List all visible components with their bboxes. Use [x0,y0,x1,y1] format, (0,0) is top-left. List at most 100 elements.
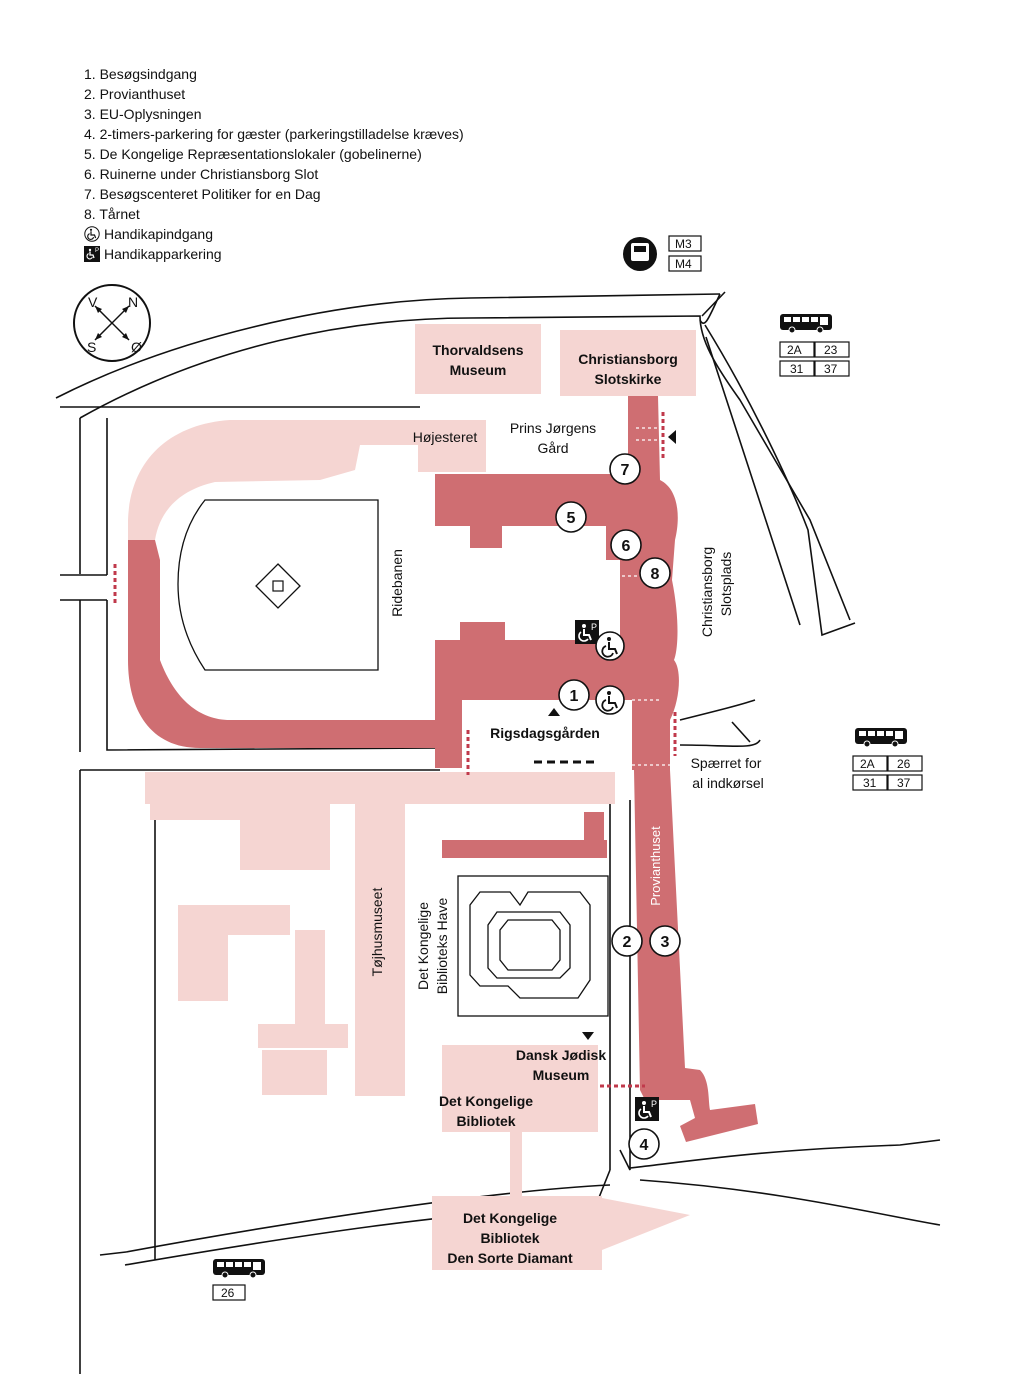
legend-item-6: 6. Ruinerne under Christiansborg Slot [84,166,319,182]
marker-8[interactable]: 8 [639,557,671,589]
label-bibliotekshave-2: Biblioteks Have [434,898,450,995]
metro-line-m4: M4 [675,257,692,271]
building-kongelige-bibliotek [442,1045,598,1132]
marker-1[interactable]: 1 [558,679,590,711]
marker-2[interactable]: 2 [611,925,643,957]
bus-icon [779,313,833,334]
wheelchair-icon [595,631,625,661]
library-garden [457,875,609,1017]
label-rigsdagsgarden: Rigsdagsgården [490,725,600,741]
label-slotsplads-1: Christiansborg [699,547,715,637]
svg-text:6: 6 [622,538,631,555]
svg-text:5: 5 [567,510,576,527]
legend-handicap-parking: P Handikapparkering [84,244,464,264]
label-kongelige-bibliotek-2: Bibliotek [456,1113,515,1129]
legend-handicap-entrance-label: Handikapindgang [104,226,213,242]
label-kongelige-bibliotek-1: Det Kongelige [439,1093,533,1109]
legend-handicap-parking-label: Handikapparkering [104,246,222,262]
label-bibliotekshave-1: Det Kongelige [415,902,431,990]
svg-text:P: P [95,248,99,254]
label-slotsplads-2: Slotsplads [718,552,734,617]
label-thorvaldsens-1: Thorvaldsens [432,342,523,358]
label-hojesteret: Højesteret [413,429,478,445]
handicap-parking-icon [574,619,600,645]
label-sorte-diamant-2: Bibliotek [480,1230,539,1246]
compass: V N S Ø [73,284,151,362]
wheelchair-icon [595,685,625,715]
building-sorte-diamant [432,1196,602,1270]
svg-text:2: 2 [623,934,632,951]
building-hojesteret [418,420,486,472]
legend-item-2: 2. Provianthuset [84,86,186,102]
svg-text:23: 23 [824,343,838,357]
svg-text:31: 31 [790,362,804,376]
svg-text:2A: 2A [860,757,875,771]
svg-text:37: 37 [824,362,838,376]
label-thorvaldsens-2: Museum [450,362,507,378]
compass-v: V [88,294,98,310]
label-ridebanen: Ridebanen [389,549,405,617]
label-prins-jorgens-2: Gård [537,440,568,456]
museum-arrow [582,1032,594,1040]
wheelchair-icon [84,226,100,242]
legend-item-4: 4. 2-timers-parkering for gæster (parker… [84,126,464,142]
entrance-arrow [548,708,560,716]
bus-icon [212,1258,266,1279]
marker-7[interactable]: 7 [609,453,641,485]
compass-n: N [128,294,138,310]
place-labels: Thorvaldsens Museum Christiansborg Slots… [369,342,764,1266]
compass-s: S [87,339,96,355]
svg-text:8: 8 [651,566,660,583]
legend-handicap-entrance: Handikapindgang [84,224,464,244]
label-tojhusmuseet: Tøjhusmuseet [369,888,385,977]
compass-o: Ø [131,339,142,355]
legend-item-8: 8. Tårnet [84,206,140,222]
label-sperret-2: al indkørsel [692,775,764,791]
label-jodisk-1: Dansk Jødisk [516,1047,606,1063]
roads [55,291,941,1374]
label-sorte-diamant-3: Den Sorte Diamant [447,1250,573,1266]
light-buildings [128,324,696,1270]
riding-ground [177,499,379,671]
svg-text:1: 1 [570,688,579,705]
bus-icon [854,727,908,748]
building-provianthuset [634,770,758,1142]
legend-item-5: 5. De Kongelige Repræsentationslokaler (… [84,146,422,162]
label-sperret-1: Spærret for [691,755,762,771]
handicap-parking-icon [634,1096,660,1122]
gate-arrow [668,430,676,444]
svg-text:31: 31 [863,776,877,790]
access-dashes [113,412,677,1088]
building-riding-wing-north [128,420,418,540]
metro-stop: M3 M4 [623,235,702,272]
building-riding-wing-south [128,540,440,748]
svg-text:3: 3 [661,934,670,951]
metro-line-m3: M3 [675,237,692,251]
label-provianthuset: Provianthuset [648,826,663,906]
marker-3[interactable]: 3 [649,925,681,957]
marker-4[interactable]: 4 [628,1128,660,1160]
svg-text:2A: 2A [787,343,802,357]
legend-item-7: 7. Besøgscenteret Politiker for en Dag [84,186,321,202]
marker-6[interactable]: 6 [610,529,642,561]
label-jodisk-2: Museum [533,1067,590,1083]
building-thorvaldsens [415,324,541,394]
handicap-parking-icon: P [84,246,100,262]
building-palace-core [606,396,679,770]
bus-stop-top-right: 2A 23 31 37 [779,313,850,377]
bus-stop-mid-right: 2A 26 31 37 [852,727,923,791]
svg-text:7: 7 [621,462,630,479]
legend: 1. Besøgsindgang 2. Provianthuset 3. EU-… [84,64,464,264]
building-tojhusmuseet [355,772,405,1096]
svg-text:37: 37 [897,776,911,790]
svg-text:26: 26 [897,757,911,771]
building-slotskirke [560,330,696,396]
marker-5[interactable]: 5 [555,501,587,533]
svg-text:26: 26 [221,1286,235,1300]
legend-item-3: 3. EU-Oplysningen [84,106,202,122]
label-sorte-diamant-1: Det Kongelige [463,1210,557,1226]
svg-text:4: 4 [640,1137,649,1154]
label-slotskirke-2: Slotskirke [595,371,662,387]
legend-item-1: 1. Besøgsindgang [84,66,197,82]
